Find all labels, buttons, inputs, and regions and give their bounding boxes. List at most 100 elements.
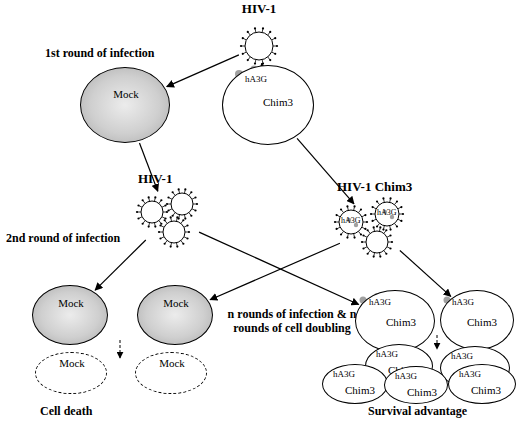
protein-label: hA3G [376,350,398,360]
node-label: Mock [138,297,214,309]
virus-spike-tip [373,256,375,258]
virus-spike-tip [379,226,381,228]
virus-spike-tip [382,228,384,230]
protein-label: hA3G [395,372,417,382]
virus-spike-tip [184,188,186,190]
virus-spike-tip [254,62,256,64]
virus-spike-tip [164,219,166,221]
infection-arrow [297,138,354,203]
virus-particle [370,197,404,230]
virus-particle [361,226,393,257]
virus-spike-tip [385,229,387,231]
protein-label: hA3G [451,352,473,362]
virus-particle [136,196,168,227]
cell: Mock [137,285,213,345]
virus-spike-tip [247,59,249,61]
dna-double-arrow [463,332,491,338]
virus-spike-tip [346,236,348,238]
virus-spike-tip [400,220,402,222]
virus-spike-tip [402,213,404,215]
dna-double-arrow [161,327,189,333]
virus-spike-tip [194,196,196,198]
virus-spike-tip [366,221,368,223]
virus-spike-tip [382,197,384,199]
step-label: Survival advantage [368,405,518,419]
node-label: Mock [81,88,171,100]
virus-spike-tip [373,226,375,228]
virus-spike-tip [353,236,355,238]
virus-spike-tip [389,228,391,230]
protein-blob [452,308,458,314]
virus-spike-tip [389,234,391,236]
protein-blob [374,293,380,299]
virus-spike-tip [167,209,169,211]
virus-spike-tip [346,205,348,207]
virus-spike-tip [159,237,161,239]
cell: Mock [80,67,170,143]
protein-blob [444,297,451,304]
virus-spike-tip [371,220,373,222]
virus-spike-tip [385,253,387,255]
virus-spike-tip [269,31,271,33]
step-label: 1st round of infection [45,47,215,61]
virus-spike-tip [170,216,172,218]
infection-arrow [261,63,263,67]
virus-envelope [375,202,399,226]
virus-spike-tip [182,243,184,245]
protein-label: hA3G [333,370,355,380]
node-label: Mock [136,357,208,369]
virus-spike-tip [396,225,398,227]
virus-spike-tip [148,226,150,228]
virus-spike-tip [154,226,156,228]
dna-double-arrow [56,320,84,326]
virus-spike-tip [178,188,180,190]
protein-label: hA3G [459,370,481,380]
virus-spike-tip [389,197,391,199]
protein-blob [360,297,367,304]
virus-spike-tip [274,37,276,39]
virus-spike-tip [159,224,161,226]
dna-double-arrow [261,118,289,124]
dna-double-arrow [111,110,139,116]
virus-spike-tip [269,59,271,61]
virus-spike-tip [170,246,172,248]
infection-arrow [95,240,146,290]
dna-double-arrow [111,103,139,109]
infection-arrow [210,243,340,299]
virus-spike-tip [376,200,378,202]
virus-spike-tip [400,206,402,208]
node-label: Chim3 [345,384,375,396]
protein-label: hA3G [245,75,267,85]
dna-double-arrow [58,378,86,384]
cell: hA3GChim3 [448,364,516,404]
dna-double-arrow [56,313,84,319]
dying-cell: Mock [135,352,207,394]
virus-spike-tip [376,225,378,227]
virus-spike-tip [247,31,249,33]
virus-spike-tip [353,205,355,207]
virus-spike-tip [389,247,391,249]
dna-double-arrow [158,372,186,378]
virus-spike-tip [371,206,373,208]
virus-cluster: HIV-1 [128,172,208,244]
virus-spike-tip [190,191,192,193]
protein-label: hA3G [452,298,474,308]
virus-spike-tip [166,203,168,205]
infection-arrow [199,232,359,304]
virus-spike-tip [379,256,381,258]
virus-spike-tip [274,53,276,55]
virus-spike-tip [186,237,188,239]
virus-envelope [163,221,185,243]
virus-particle [334,205,368,238]
dna-double-arrow [58,384,86,390]
protein-label: hA3G [377,209,397,218]
virus-spike-tip [276,45,278,47]
virus-spike-tip [164,243,166,245]
virus-cluster: HIV-1 Chim3hA3GhA3G [325,180,425,254]
virus-spike-tip [194,209,196,211]
node-label: Chim3 [263,96,293,108]
virus-spike-tip [137,217,139,219]
virus-spike-tip [370,213,372,215]
virus-envelope [245,32,273,60]
dna-double-arrow [158,384,186,390]
